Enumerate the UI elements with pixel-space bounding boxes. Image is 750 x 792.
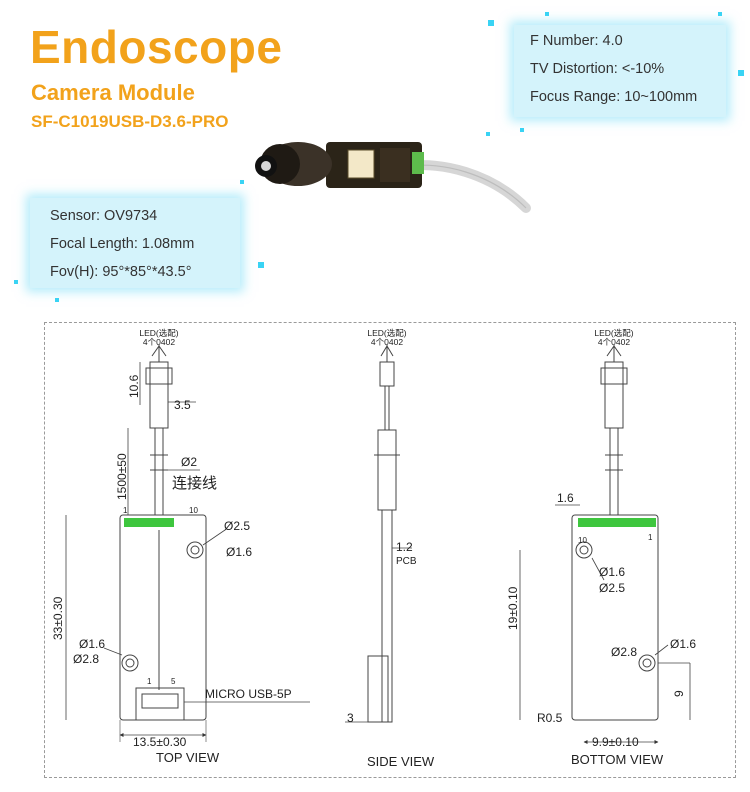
product-subtitle: Camera Module xyxy=(31,80,195,105)
led-qty-side: 4个0402 xyxy=(371,337,403,347)
spec-sensor: Sensor: OV9734 xyxy=(50,208,158,224)
chip xyxy=(347,149,375,179)
hole2-inner-bottom: Ø1.6 xyxy=(670,637,696,651)
sparkle-decoration xyxy=(718,12,722,16)
led-label-side: LED(选配) xyxy=(367,328,406,338)
sparkle-decoration xyxy=(14,280,18,284)
pcb-pads xyxy=(124,518,656,527)
pin-1-top: 1 xyxy=(123,506,128,515)
dim-radius: R0.5 xyxy=(537,711,563,725)
pin-10-bottom: 10 xyxy=(578,536,587,545)
spec-focus-range: Focus Range: 10~100mm xyxy=(530,89,698,105)
spec-focal-length: Focal Length: 1.08mm xyxy=(50,236,195,252)
spec-panel-optics: F Number: 4.0 TV Distortion: <-10% Focus… xyxy=(514,25,726,117)
dim-board-length: 33±0.30 xyxy=(51,596,65,640)
dim-usb-height: 3 xyxy=(347,711,354,725)
spec-fov: Fov(H): 95°*85°*43.5° xyxy=(50,264,192,280)
dim-head-height: 10.6 xyxy=(127,374,141,398)
page-title: Endoscope xyxy=(30,21,283,73)
hole-inner-top: Ø1.6 xyxy=(226,545,252,559)
led-label-bottom: LED(选配) xyxy=(594,328,633,338)
sparkle-decoration xyxy=(520,128,524,132)
sparkle-decoration xyxy=(55,298,59,302)
hole2-outer-bottom: Ø2.8 xyxy=(611,645,637,659)
usb-label: MICRO USB-5P xyxy=(205,687,292,701)
dim-9: 9 xyxy=(672,690,686,697)
led-label-top: LED(选配) xyxy=(139,328,178,338)
camera-module-illustration xyxy=(255,142,531,213)
top-view-label: TOP VIEW xyxy=(156,750,220,765)
mechanical-drawing-frame xyxy=(44,322,736,778)
sparkle-decoration xyxy=(240,180,244,184)
dim-cable-dia: Ø2 xyxy=(181,455,197,469)
led-qty-top: 4个0402 xyxy=(143,337,175,347)
sparkle-decoration xyxy=(488,20,494,26)
dim-head-width: 3.5 xyxy=(174,398,191,412)
model-number: SF-C1019USB-D3.6-PRO xyxy=(31,112,229,131)
side-view-label: SIDE VIEW xyxy=(367,754,435,769)
hole-inner-bottom: Ø1.6 xyxy=(599,565,625,579)
cable-label: 连接线 xyxy=(172,475,217,492)
dim-hole-offset: 19±0.10 xyxy=(506,586,520,630)
bottom-view-label: BOTTOM VIEW xyxy=(571,752,664,767)
dim-cable-length: 1500±50 xyxy=(115,453,129,500)
pin-1-bottom: 1 xyxy=(648,533,653,542)
spec-tv-distortion: TV Distortion: <-10% xyxy=(530,61,665,77)
sparkle-decoration xyxy=(486,132,490,136)
dim-bottom-width: 9.9±0.10 xyxy=(592,735,639,749)
pcb-label: PCB xyxy=(396,556,417,567)
led-qty-bottom: 4个0402 xyxy=(598,337,630,347)
hole-outer-top: Ø2.5 xyxy=(224,519,250,533)
sparkle-decoration xyxy=(258,262,264,268)
hole2-outer-top: Ø2.8 xyxy=(73,652,99,666)
usb-pin-5: 5 xyxy=(171,677,176,686)
hole-outer-bottom: Ø2.5 xyxy=(599,581,625,595)
usb-pin-1: 1 xyxy=(147,677,152,686)
hole2-inner-top: Ø1.6 xyxy=(79,637,105,651)
dim-pcb-thickness: 1.2 xyxy=(396,540,413,554)
sparkle-decoration xyxy=(545,12,549,16)
sparkle-decoration xyxy=(738,70,744,76)
dim-board-width: 13.5±0.30 xyxy=(133,735,187,749)
spec-f-number: F Number: 4.0 xyxy=(530,33,623,49)
spec-panel-sensor: Sensor: OV9734 Focal Length: 1.08mm Fov(… xyxy=(30,198,240,288)
pin-10-top: 10 xyxy=(189,506,198,515)
dim-top-offset: 1.6 xyxy=(557,491,574,505)
